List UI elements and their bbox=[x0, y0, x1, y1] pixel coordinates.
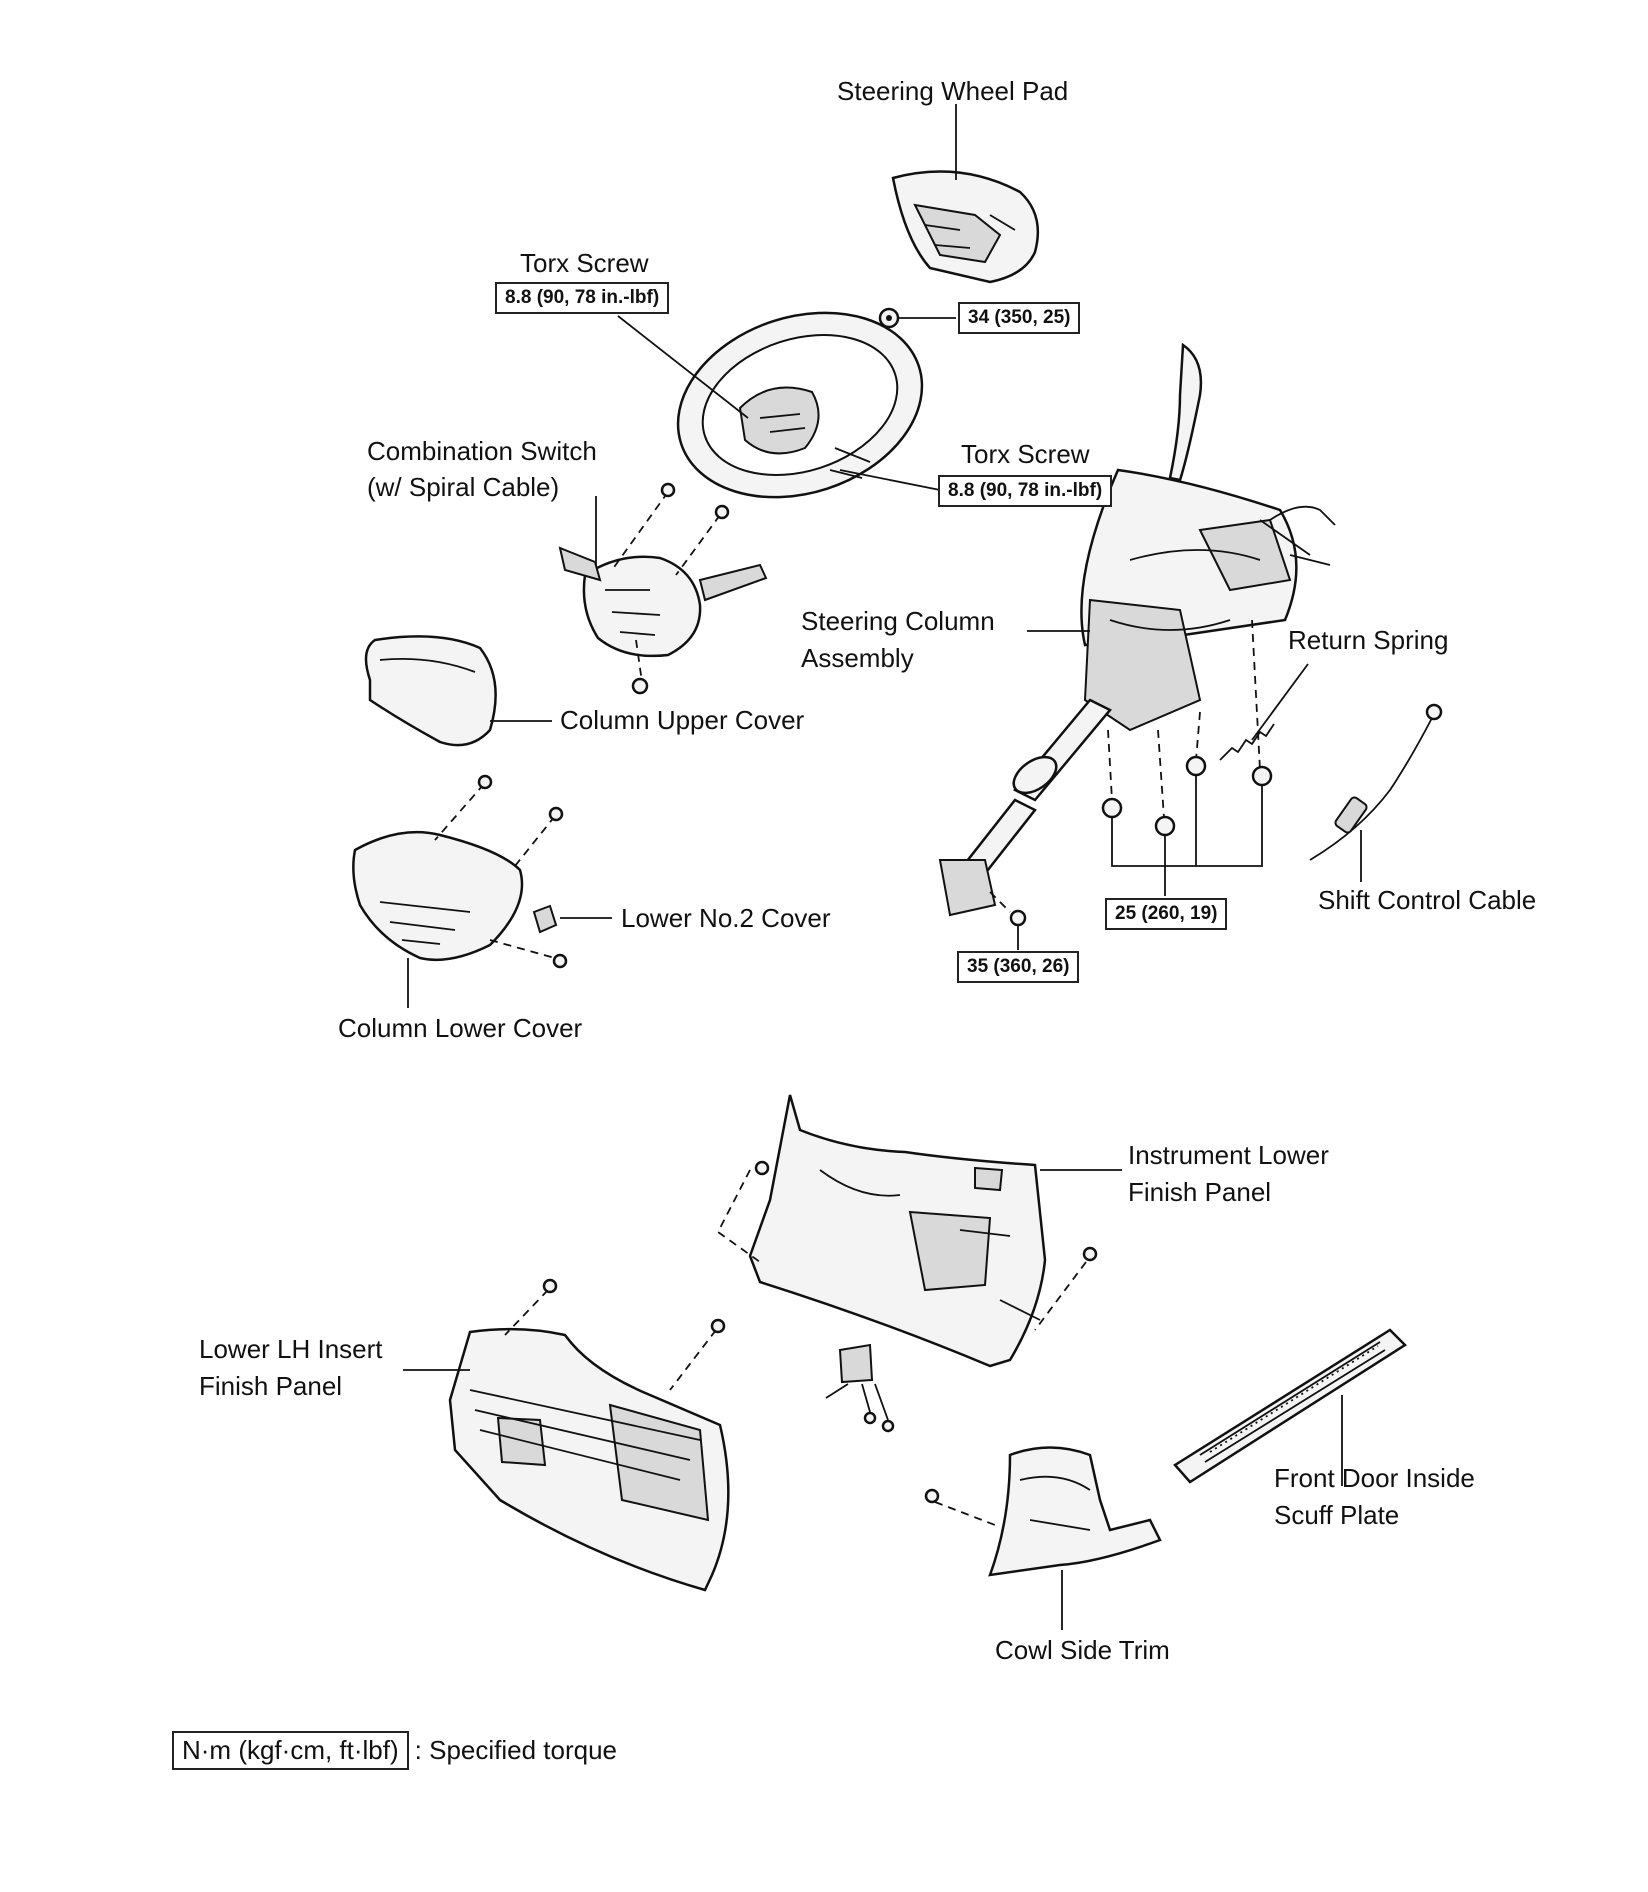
joint-bolt-part bbox=[989, 891, 1027, 927]
instrument-lower-finish-panel-part bbox=[748, 1094, 1047, 1368]
torx-screw-1-label: Torx Screw bbox=[520, 248, 649, 278]
legend-unit-box: N·m (kgf·cm, ft·lbf) bbox=[172, 1731, 409, 1770]
steering-wheel-pad-label: Steering Wheel Pad bbox=[837, 76, 1069, 106]
return-spring-part bbox=[1219, 723, 1275, 761]
lower-lh-insert-label-2: Finish Panel bbox=[199, 1371, 343, 1401]
column-upper-cover-label: Column Upper Cover bbox=[560, 705, 805, 735]
combination-switch-label-1: Combination Switch bbox=[367, 436, 597, 466]
instrument-lower-screws bbox=[716, 1160, 1098, 1331]
steering-wheel-part bbox=[676, 311, 924, 499]
instrument-lower-label-2: Finish Panel bbox=[1128, 1177, 1272, 1207]
front-door-scuff-label-2: Scuff Plate bbox=[1274, 1500, 1400, 1530]
steering-column-label-2: Assembly bbox=[801, 643, 914, 673]
joint-bolt-torque: 35 (360, 26) bbox=[957, 951, 1080, 983]
column-lower-cover-label: Column Lower Cover bbox=[338, 1013, 583, 1043]
column-nuts bbox=[1101, 619, 1273, 837]
legend-text: : Specified torque bbox=[414, 1735, 618, 1765]
return-spring-label: Return Spring bbox=[1288, 625, 1449, 655]
combination-switch-part bbox=[558, 546, 768, 658]
steering-column-part bbox=[938, 342, 1336, 917]
torx-screw-2-torque: 8.8 (90, 78 in.-lbf) bbox=[938, 475, 1113, 507]
lower-no2-cover-label: Lower No.2 Cover bbox=[621, 903, 831, 933]
steering-wheel-pad-part bbox=[891, 170, 1040, 284]
combination-switch-label-2: (w/ Spiral Cable) bbox=[367, 472, 560, 502]
bracket-part bbox=[825, 1343, 895, 1433]
torx-screw-1-leader bbox=[617, 315, 749, 419]
column-lower-cover-part bbox=[352, 830, 524, 962]
front-door-scuff-label-1: Front Door Inside bbox=[1274, 1463, 1475, 1493]
shift-control-cable-part bbox=[1309, 703, 1443, 861]
pad-nut-torque: 34 (350, 25) bbox=[958, 302, 1081, 334]
column-upper-cover-part bbox=[364, 635, 497, 747]
torx-screw-2-label: Torx Screw bbox=[961, 439, 1090, 469]
cowl-side-trim-label: Cowl Side Trim bbox=[995, 1635, 1170, 1665]
lower-lh-insert-screws bbox=[504, 1278, 726, 1391]
lower-lh-insert-finish-panel-part bbox=[448, 1327, 730, 1592]
steering-column-label-1: Steering Column bbox=[801, 606, 995, 636]
shift-control-cable-label: Shift Control Cable bbox=[1318, 885, 1537, 915]
cowl-side-trim-part bbox=[988, 1446, 1162, 1577]
lower-lh-insert-label-1: Lower LH Insert bbox=[199, 1334, 383, 1364]
column-nuts-torque: 25 (260, 19) bbox=[1105, 898, 1228, 930]
torx-screw-1-torque: 8.8 (90, 78 in.-lbf) bbox=[495, 282, 670, 314]
column-lower-cover-screws bbox=[434, 774, 568, 969]
cowl-side-trim-screw bbox=[924, 1488, 996, 1526]
lower-no2-cover-part bbox=[532, 904, 558, 934]
column-nuts-bracket bbox=[1111, 786, 1263, 867]
combination-switch-screws bbox=[611, 482, 730, 695]
torque-legend: N·m (kgf·cm, ft·lbf): Specified torque bbox=[172, 1731, 617, 1770]
torx-screw-2-leader bbox=[839, 469, 941, 491]
front-door-scuff-plate-part bbox=[1173, 1328, 1407, 1484]
pad-nut-part bbox=[878, 307, 900, 329]
return-spring-leader bbox=[1251, 663, 1309, 741]
instrument-lower-label-1: Instrument Lower bbox=[1128, 1140, 1329, 1170]
